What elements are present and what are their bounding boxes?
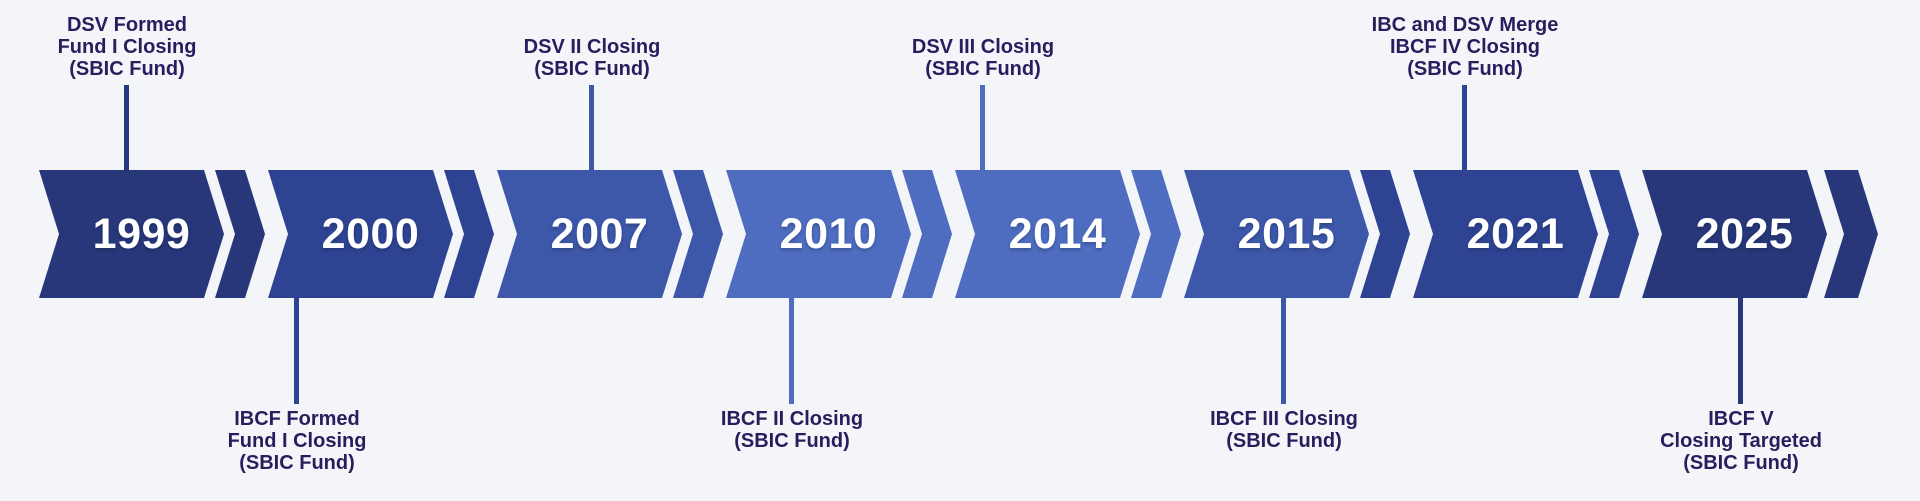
event-label-line: (SBIC Fund) [925,58,1041,80]
event-label-line: IBCF V [1708,408,1774,430]
timeline-chevron-2014: 2014 [955,170,1140,298]
event-label-line: IBCF III Closing [1210,408,1358,430]
event-label-line: DSV III Closing [911,36,1055,58]
timeline-chevron-2025: 2025 [1642,170,1827,298]
event-label-line: (SBIC Fund) [1683,452,1799,474]
year-label: 2000 [321,209,420,258]
connector-line-2025 [1738,298,1743,404]
event-label-line: Closing Targeted [1660,430,1822,452]
event-label-line: IBCF II Closing [720,408,864,430]
event-label-2010: IBCF II Closing(SBIC Fund) [622,408,962,452]
event-label-line: (SBIC Fund) [239,452,355,474]
timeline-chevron-2021: 2021 [1413,170,1598,298]
event-label-2014: DSV III Closing(SBIC Fund) [813,36,1153,80]
event-label-2015: IBCF III Closing(SBIC Fund) [1114,408,1454,452]
event-label-line: (SBIC Fund) [69,58,185,80]
year-label: 2010 [779,209,878,258]
event-label-line: (SBIC Fund) [1407,58,1523,80]
year-label: 2015 [1237,209,1336,258]
connector-line-2010 [789,298,794,404]
event-label-line: IBC and DSV Merge [1371,14,1559,36]
event-label-line: DSV II Closing [523,36,661,58]
connector-line-2015 [1281,298,1286,404]
event-label-line: (SBIC Fund) [734,430,850,452]
timeline-chevron-2000: 2000 [268,170,453,298]
year-label: 1999 [92,209,191,258]
event-label-line: (SBIC Fund) [534,58,650,80]
connector-line-2007 [589,85,594,170]
timeline-chevron-2007: 2007 [497,170,682,298]
event-label-line: Fund I Closing [227,430,367,452]
year-label: 2021 [1466,209,1565,258]
event-label-line: IBCF Formed [234,408,360,430]
connector-line-1999 [124,85,129,170]
separator-chevron [1824,170,1878,298]
event-label-2007: DSV II Closing(SBIC Fund) [422,36,762,80]
connector-line-2000 [294,298,299,404]
event-label-line: DSV Formed [66,14,188,36]
year-label: 2014 [1008,209,1107,258]
event-label-line: IBCF IV Closing [1390,36,1540,58]
timeline-chevron-1999: 1999 [39,170,224,298]
connector-line-2014 [980,85,985,170]
timeline-chevron-2015: 2015 [1184,170,1369,298]
year-label: 2025 [1695,209,1794,258]
event-label-line: Fund I Closing [57,36,197,58]
connector-line-2021 [1462,85,1467,170]
year-label: 2007 [550,209,649,258]
timeline-chevron-2010: 2010 [726,170,911,298]
event-label-line: (SBIC Fund) [1226,430,1342,452]
